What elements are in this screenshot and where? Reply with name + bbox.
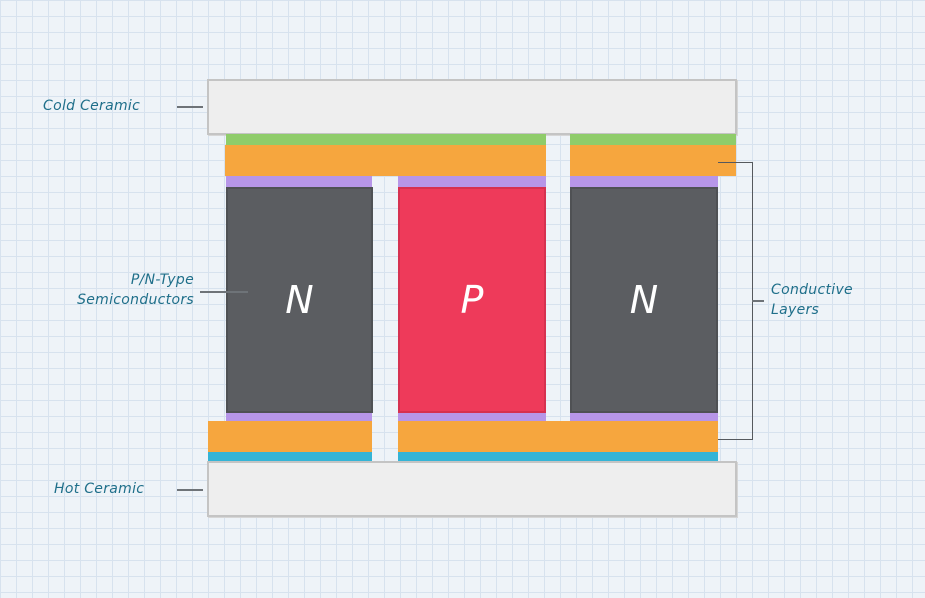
top-contact-strip-3 bbox=[570, 176, 718, 187]
n-type-leg-left: N bbox=[226, 187, 373, 413]
semiconductors-text-line2: Semiconductors bbox=[77, 292, 194, 308]
hot-ceramic-leader bbox=[177, 489, 203, 491]
conductive-layers-leader bbox=[752, 300, 764, 302]
conductive-layers-bracket bbox=[718, 162, 753, 440]
p-type-leg: P bbox=[398, 187, 546, 413]
bottom-contact-strip-3 bbox=[570, 413, 718, 423]
bottom-contact-strip-2 bbox=[398, 413, 546, 423]
top-conductive-layer-left bbox=[225, 145, 546, 176]
leg-letter: P bbox=[460, 278, 484, 322]
top-contact-strip-1 bbox=[226, 176, 372, 187]
cold-ceramic-label: Cold Ceramic bbox=[43, 96, 140, 116]
bottom-conductive-layer-left bbox=[208, 421, 372, 453]
cold-ceramic-plate bbox=[207, 79, 737, 135]
n-type-leg-right: N bbox=[570, 187, 718, 413]
top-contact-strip-2 bbox=[398, 176, 546, 187]
top-green-strip-right bbox=[570, 134, 736, 146]
semiconductors-text-line1: P/N-Type bbox=[130, 272, 194, 288]
conductive-text-line2: Layers bbox=[771, 302, 820, 318]
bottom-cyan-strip-left bbox=[208, 452, 372, 462]
conductive-text-line1: Conductive bbox=[771, 282, 853, 298]
semiconductors-leader bbox=[200, 291, 248, 293]
hot-ceramic-label: Hot Ceramic bbox=[54, 479, 144, 499]
bottom-contact-strip-1 bbox=[226, 413, 372, 423]
cold-ceramic-text: Cold Ceramic bbox=[43, 98, 141, 114]
top-green-strip-left bbox=[226, 134, 546, 146]
leg-letter: N bbox=[285, 278, 314, 322]
hot-ceramic-plate bbox=[207, 461, 737, 517]
conductive-layers-label: Conductive Layers bbox=[771, 280, 853, 320]
cold-ceramic-leader bbox=[177, 106, 203, 108]
bottom-conductive-layer-right bbox=[398, 421, 718, 453]
leg-letter: N bbox=[629, 278, 659, 322]
hot-ceramic-text: Hot Ceramic bbox=[54, 481, 145, 497]
bottom-cyan-strip-right bbox=[398, 452, 718, 462]
semiconductors-label: P/N-Type Semiconductors bbox=[42, 270, 194, 310]
top-conductive-layer-right bbox=[570, 145, 736, 176]
